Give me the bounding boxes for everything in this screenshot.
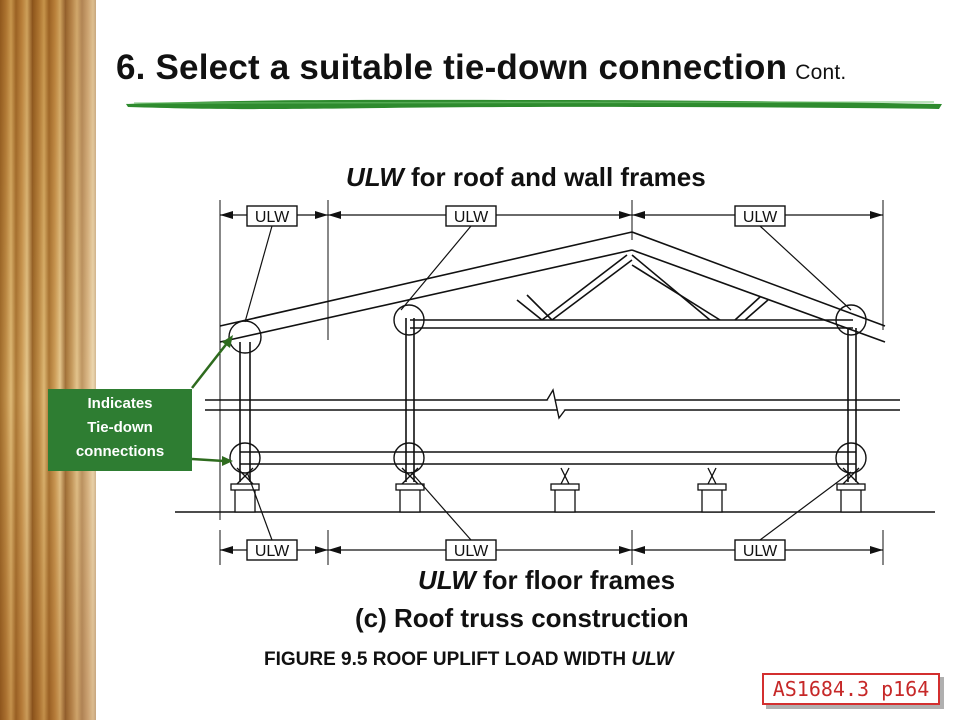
tie-down-legend-callout: Indicates Tie-down connections [48, 389, 192, 471]
callout-line-3: connections [75, 443, 165, 460]
reference-badge: AS1684.3 p164 [762, 673, 948, 713]
stumps [230, 467, 866, 513]
top-ulw-label-1: ULW [255, 209, 290, 226]
slide-title-text: 6. Select a suitable tie-down connection [116, 48, 788, 87]
bottom-ulw-label-3: ULW [743, 543, 778, 560]
slide-title: 6. Select a suitable tie-down connection… [116, 48, 846, 88]
bottom-ulw-tags: ULW ULW ULW [246, 539, 786, 561]
floor-caption: ULW for floor frames [418, 565, 675, 596]
tie-down-circles [228, 304, 867, 474]
bottom-ulw-label-1: ULW [255, 543, 290, 560]
title-underline [126, 99, 942, 110]
roof-truss-diagram: ULW ULW ULW [175, 200, 935, 565]
figure-caption-ulw: ULW [631, 649, 674, 670]
roof-caption-ulw: ULW [346, 162, 404, 192]
floor-caption-rest: for floor frames [475, 565, 676, 595]
roof-truss [219, 231, 886, 343]
top-ulw-label-2: ULW [454, 209, 489, 226]
reference-text: AS1684.3 p164 [762, 673, 940, 705]
bottom-ulw-label-2: ULW [454, 543, 489, 560]
roof-caption-rest: for roof and wall frames [403, 162, 706, 192]
callout-line-2: Tie-down [87, 419, 153, 436]
callout-line-1: Indicates [87, 395, 153, 412]
slide-title-suffix: Cont. [795, 61, 847, 84]
timber-frame-photo-strip [0, 0, 96, 720]
figure-caption-text: FIGURE 9.5 ROOF UPLIFT LOAD WIDTH [264, 649, 632, 670]
top-ulw-label-3: ULW [743, 209, 778, 226]
top-leader-lines [244, 225, 852, 323]
figure-caption: FIGURE 9.5 ROOF UPLIFT LOAD WIDTH ULW [264, 649, 674, 671]
roof-caption: ULW for roof and wall frames [346, 162, 706, 193]
floor-caption-ulw: ULW [418, 565, 476, 595]
bottom-leader-lines [246, 471, 852, 541]
truss-caption: (c) Roof truss construction [355, 603, 689, 633]
